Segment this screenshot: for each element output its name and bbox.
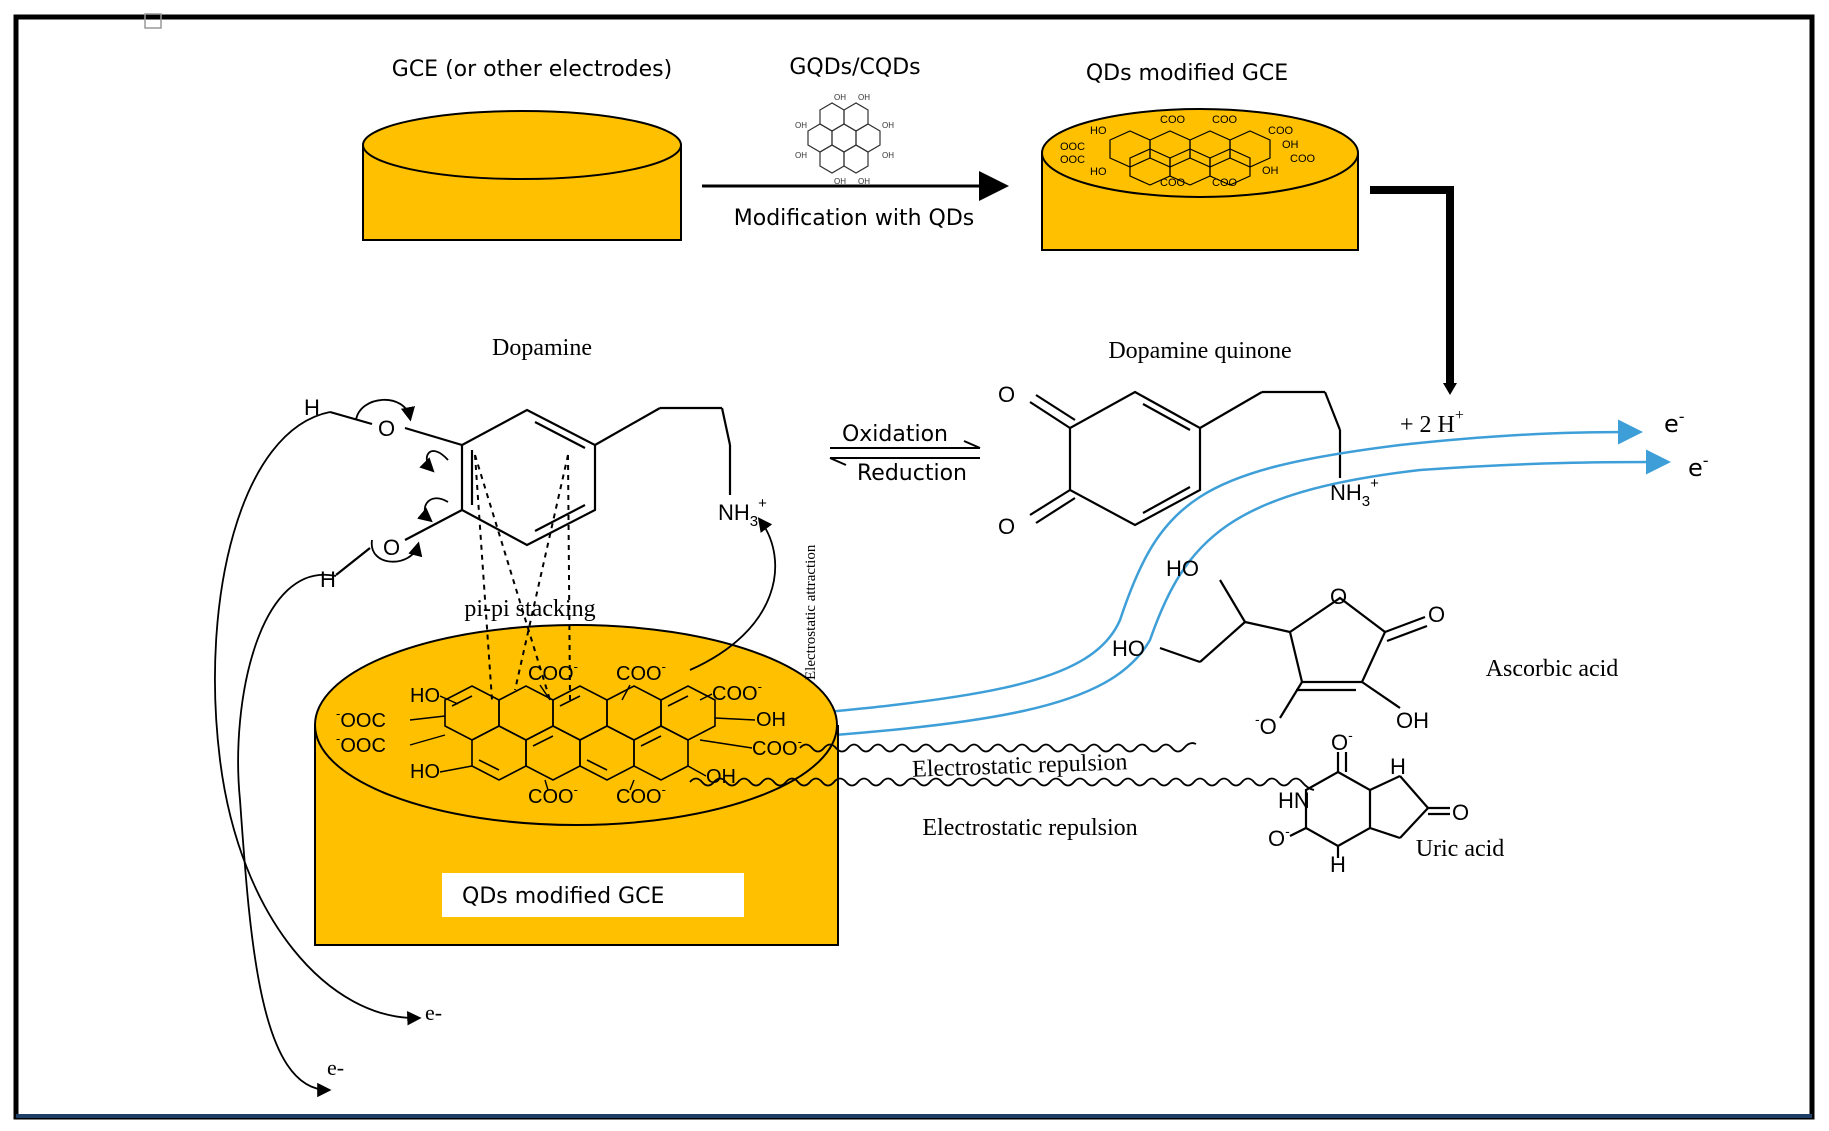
- svg-text:HO: HO: [1112, 636, 1145, 661]
- svg-text:COO-: COO-: [752, 734, 802, 760]
- ascorbic-acid-structure: [1159, 579, 1428, 719]
- svg-text:COO-: COO-: [712, 679, 762, 705]
- modified-gce-electrode-top: HO COO COO COO OOC OOC OH COO HO COO COO…: [1041, 108, 1359, 251]
- svg-text:O: O: [1452, 800, 1469, 825]
- uric-acid-label: Uric acid: [1416, 836, 1505, 862]
- connector-arrow: [1370, 186, 1454, 385]
- ascorbic-acid-atoms: HO O O HO -O OH: [1112, 556, 1445, 739]
- qds-modified-box-label: QDs modified GCE: [462, 884, 664, 909]
- svg-text:O-: O-: [1331, 727, 1353, 755]
- svg-text:O: O: [1330, 584, 1347, 609]
- svg-text:HO: HO: [410, 761, 440, 783]
- redox-arrows: [829, 440, 981, 466]
- curly-arrows: [355, 398, 449, 563]
- svg-text:OH: OH: [756, 709, 786, 731]
- svg-text:OH: OH: [882, 121, 894, 130]
- qds-modified-top-label: QDs modified GCE: [1086, 61, 1288, 86]
- dopamine-structure: [329, 406, 732, 576]
- svg-text:OH: OH: [795, 121, 807, 130]
- svg-text:COO: COO: [1212, 177, 1238, 189]
- electron-label-1: e-: [425, 1000, 442, 1025]
- repulsion-label-2: Electrostatic repulsion: [922, 815, 1137, 841]
- svg-text:OH: OH: [795, 151, 807, 160]
- svg-text:-O: -O: [1255, 711, 1277, 739]
- svg-text:e-: e-: [1664, 407, 1685, 438]
- svg-text:-OOC: -OOC: [336, 731, 386, 757]
- svg-text:OOC: OOC: [1060, 141, 1085, 153]
- svg-text:OH: OH: [858, 177, 870, 186]
- svg-text:OH: OH: [858, 93, 870, 102]
- svg-text:O-: O-: [1268, 823, 1290, 851]
- uric-acid-atoms: O- H HN O O- H: [1268, 727, 1469, 877]
- svg-text:OH: OH: [882, 151, 894, 160]
- uric-acid-structure: [1289, 752, 1450, 858]
- svg-text:COO: COO: [1290, 153, 1316, 165]
- protons-label: + 2 H+: [1400, 407, 1464, 438]
- svg-text:OH: OH: [1282, 139, 1299, 151]
- svg-text:COO-: COO-: [616, 659, 666, 685]
- svg-text:H: H: [1330, 852, 1346, 877]
- dopamine-o-upper: O: [378, 416, 395, 441]
- dopamine-quinone-label: Dopamine quinone: [1108, 338, 1291, 364]
- svg-text:COO: COO: [1268, 125, 1294, 137]
- svg-text:+ 2 H+: + 2 H+: [1400, 407, 1464, 438]
- svg-text:OH: OH: [1262, 165, 1279, 177]
- svg-text:COO: COO: [1160, 114, 1186, 126]
- bare-gce-electrode: [362, 110, 682, 241]
- outer-frame: [13, 14, 1815, 1120]
- svg-text:e-: e-: [1688, 451, 1709, 482]
- svg-text:HO: HO: [410, 685, 440, 707]
- repulsion-waves: [689, 742, 1315, 791]
- svg-text:O: O: [1428, 602, 1445, 627]
- svg-text:H: H: [1390, 754, 1406, 779]
- qds-reagent-label: GQDs/CQDs: [789, 55, 920, 80]
- quinone-o-lower: O: [998, 514, 1015, 539]
- quinone-o-upper: O: [998, 382, 1015, 407]
- svg-text:OH: OH: [1396, 708, 1429, 733]
- modified-gce-electrode-main: HO COO- COO- COO- -OOC -OOC OH COO- HO C…: [314, 624, 839, 946]
- electrostatic-attraction-arrow: [689, 517, 777, 671]
- reduction-label: Reduction: [857, 461, 967, 486]
- electron-path-lines: [214, 411, 422, 1098]
- ascorbic-acid-label: Ascorbic acid: [1486, 656, 1619, 682]
- modification-label: Modification with QDs: [734, 206, 974, 231]
- dopamine-o-lower: O: [383, 535, 400, 560]
- dopamine-h-upper: H: [304, 395, 320, 420]
- svg-text:COO: COO: [1160, 177, 1186, 189]
- pi-stacking-label: pi-pi stacking: [464, 596, 595, 622]
- svg-text:NH3+: NH3+: [718, 495, 767, 530]
- dopamine-h-lower: H: [320, 567, 336, 592]
- svg-text:OH: OH: [834, 177, 846, 186]
- dopamine-label: Dopamine: [492, 335, 592, 361]
- qd-molecule-icon: OH OH OH OH OH OH OH OH: [795, 93, 894, 186]
- electrostatic-attraction-label: Electrostatic attraction: [803, 544, 819, 680]
- svg-text:HO: HO: [1090, 166, 1107, 178]
- electron-label-right-1: e-: [1664, 407, 1685, 438]
- svg-text:NH3+: NH3+: [1330, 475, 1379, 510]
- qds-modified-box: [442, 873, 744, 917]
- svg-text:-OOC: -OOC: [336, 706, 386, 732]
- dopamine-nh3-group: NH3+: [718, 495, 767, 530]
- svg-text:COO-: COO-: [616, 782, 666, 808]
- blue-electron-paths: [719, 419, 1671, 744]
- svg-text:HO: HO: [1166, 556, 1199, 581]
- corner-mark: [144, 13, 162, 29]
- svg-text:COO-: COO-: [528, 659, 578, 685]
- oxidation-label: Oxidation: [842, 422, 948, 447]
- svg-text:HO: HO: [1090, 125, 1107, 137]
- svg-text:COO: COO: [1212, 114, 1238, 126]
- quinone-nh3-group: NH3+: [1330, 475, 1379, 510]
- svg-text:COO-: COO-: [528, 782, 578, 808]
- electron-label-2: e-: [327, 1055, 344, 1080]
- dopamine-quinone-structure: [1029, 390, 1342, 527]
- svg-text:OOC: OOC: [1060, 154, 1085, 166]
- svg-text:HN: HN: [1278, 788, 1310, 813]
- gce-top-label: GCE (or other electrodes): [392, 57, 672, 82]
- pi-stacking-lines: [474, 454, 571, 701]
- electron-label-right-2: e-: [1688, 451, 1709, 482]
- svg-text:OH: OH: [834, 93, 846, 102]
